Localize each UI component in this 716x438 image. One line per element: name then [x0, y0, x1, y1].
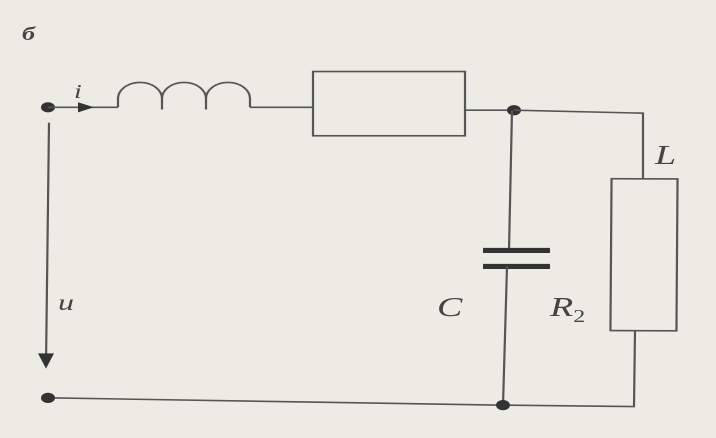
node-bottom — [496, 400, 510, 411]
wire-bottom — [47, 397, 504, 406]
input-terminal-bottom — [41, 392, 55, 403]
series-inductor — [116, 81, 252, 110]
series-resistor — [311, 70, 467, 137]
wire-r2-bottom — [502, 330, 637, 408]
voltage-label: u — [58, 290, 74, 316]
wire-node-r2 — [513, 109, 645, 179]
resistor-r2 — [609, 177, 679, 332]
wire-capacitor-bottom — [501, 266, 509, 406]
resistor2-subscript: 2 — [573, 306, 585, 326]
voltage-arrow-head — [38, 353, 54, 369]
resistor2-symbol: R — [549, 292, 573, 323]
figure-label: б — [22, 23, 37, 44]
voltage-arrow-line — [44, 122, 51, 366]
current-label: i — [74, 80, 82, 103]
resistor2-label: R2 — [549, 292, 585, 326]
inductor-label: L — [654, 140, 676, 171]
wire-capacitor-top — [507, 110, 514, 251]
capacitor-label: C — [437, 292, 463, 323]
current-arrow — [78, 102, 94, 113]
